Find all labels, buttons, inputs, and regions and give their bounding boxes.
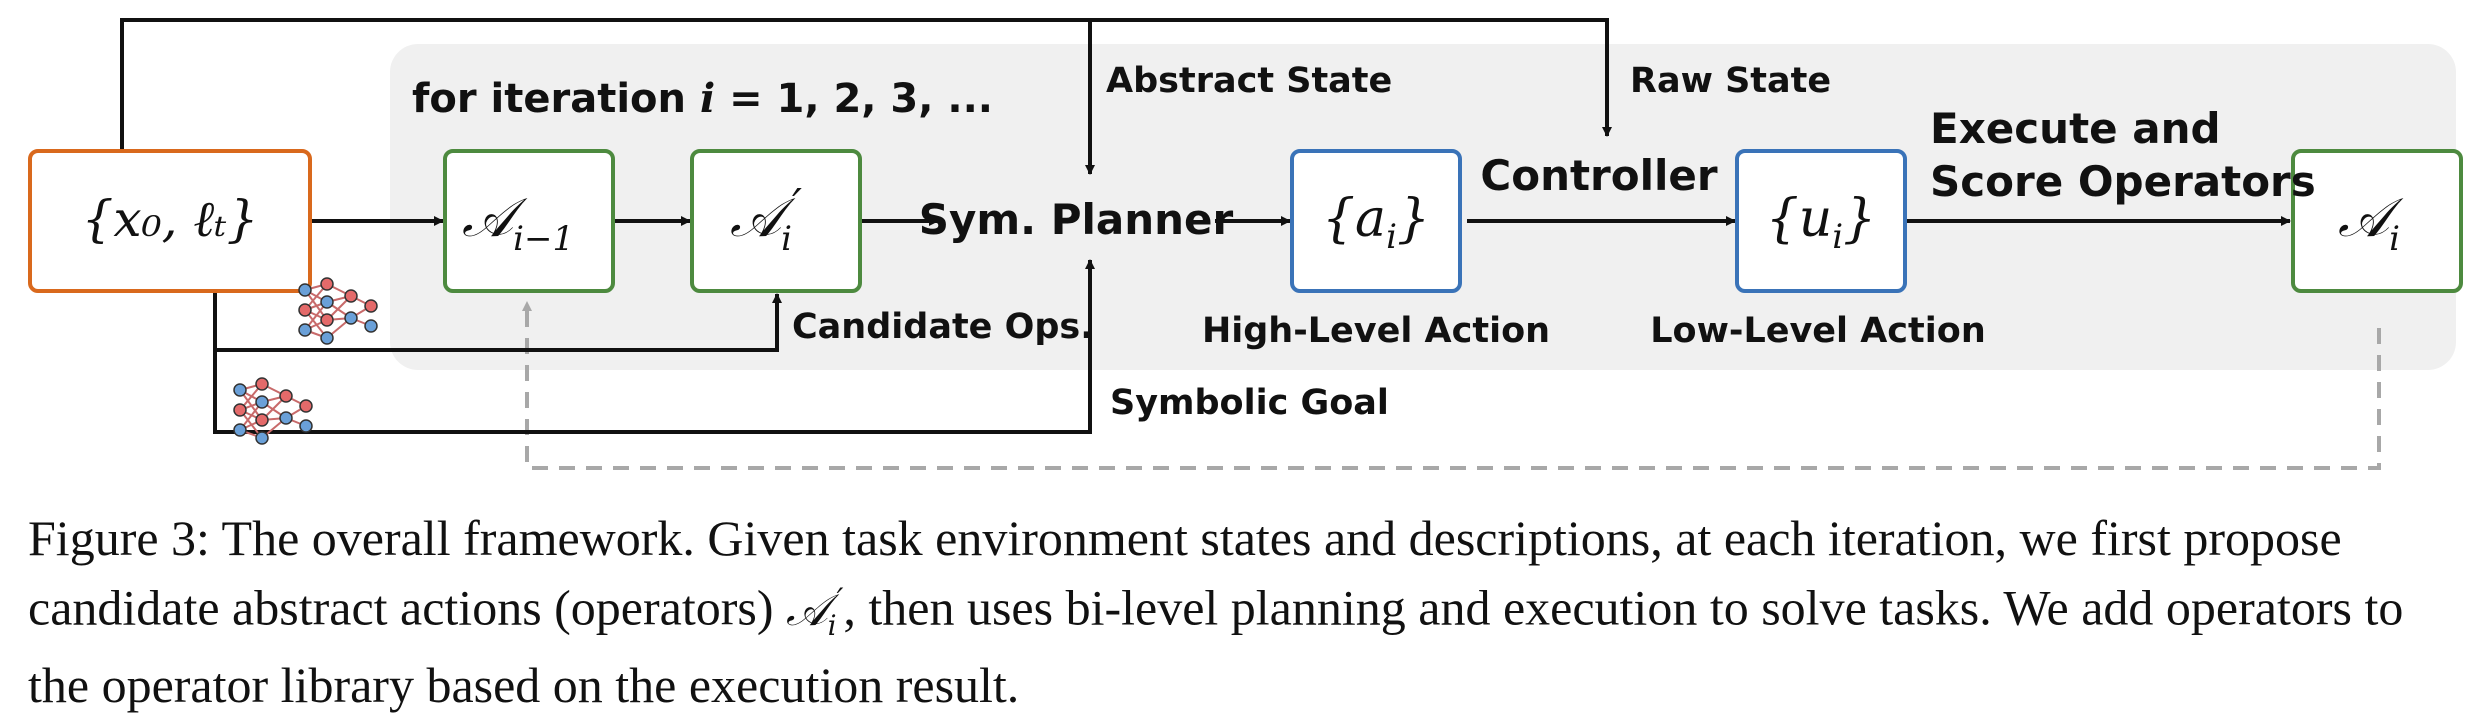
symbolic-goal-arrow — [213, 259, 1095, 434]
candidate-ops-label: Candidate Ops. — [792, 307, 1094, 347]
low-action-box — [1735, 149, 1907, 293]
abstract-state-label: Abstract State — [1106, 61, 1392, 101]
high-action-box — [1290, 149, 1462, 293]
abstract-state-arrow — [120, 18, 1095, 175]
symbolic-goal-label: Symbolic Goal — [1110, 383, 1389, 423]
input-box-label: {x₀, ℓₜ} — [82, 190, 259, 248]
framework-diagram: for iteration i = 1, 2, 3, ... {x₀, ℓₜ} … — [28, 18, 2463, 470]
high-action-label: {ai} — [1322, 189, 1430, 257]
candidate-ops-arrow — [213, 291, 782, 352]
raw-state-label: Raw State — [1630, 61, 1831, 101]
a-i-box — [2291, 149, 2463, 293]
execute-label-line2: Score Operators — [1930, 157, 2316, 206]
sym-planner-label: Sym. Planner — [919, 195, 1234, 244]
input-box — [28, 149, 312, 293]
execute-label-line1: Execute and — [1930, 104, 2221, 153]
low-level-action-label: Low-Level Action — [1650, 311, 1986, 351]
a-prime-box — [690, 149, 862, 293]
neural-network-icon — [298, 277, 378, 345]
low-action-label: {ui} — [1766, 189, 1877, 257]
caption-text-part1: Figure 3: The overall framework. Given t… — [28, 510, 2355, 636]
caption-text-part2: , then uses bi-level planning and execut… — [28, 579, 2416, 714]
neural-network-icon — [233, 377, 313, 445]
high-level-action-label: High-Level Action — [1202, 311, 1550, 351]
feedback-dashed-arrow — [522, 301, 2381, 470]
a-prev-box — [443, 149, 615, 293]
raw-state-arrow — [1090, 18, 1612, 137]
controller-label: Controller — [1480, 151, 1718, 200]
a-prime-label: 𝒜i′ — [730, 180, 802, 259]
caption-math: 𝒜i′ — [785, 582, 844, 642]
figure-caption: Figure 3: The overall framework. Given t… — [28, 508, 2468, 716]
loop-label: for iteration i = 1, 2, 3, ... — [412, 75, 993, 122]
